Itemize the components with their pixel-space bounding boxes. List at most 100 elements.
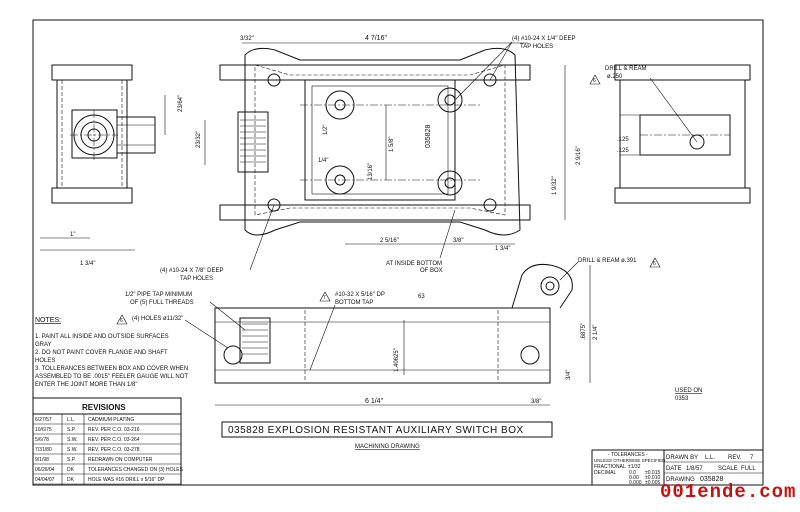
callout-tap-bottom: (4) #10-24 X 7/8" DEEP (160, 268, 224, 274)
callout-drill-ream-250: DRILL & REAM (605, 66, 646, 72)
rev-value: 7 (750, 455, 754, 461)
watermark: 001ende.com (660, 481, 796, 503)
triangle-7-label: 7 (323, 295, 326, 301)
notes-heading: NOTES: (35, 317, 61, 324)
revision-date: 9/1/98 (35, 457, 49, 463)
dim-125-b: .125 (617, 148, 629, 154)
rev-label: REV. (728, 455, 742, 461)
triangle-8-label: 6 (120, 318, 123, 324)
dim-1-9-32: 1 9/32" (552, 176, 558, 195)
triangle-6b-label: 6 (653, 261, 656, 267)
dim-1-3-4-mid: 1 3/4" (495, 246, 510, 252)
revision-by: L.L. (67, 417, 75, 423)
dim-4-7-16: 4 7/16" (365, 35, 387, 42)
callout-tap-top-2: TAP HOLES (520, 44, 553, 50)
revision-date: 04/04/07 (35, 477, 55, 483)
revisions-title: REVISIONS (82, 403, 126, 412)
callout-tap-bottom-2: TAP HOLES (180, 276, 213, 282)
callout-drill-ream-250b: ø.250 (607, 74, 623, 80)
revision-date: 10/6/75 (35, 427, 52, 433)
callout-drill-ream-391: DRILL & REAM ø.391 (578, 258, 637, 264)
revision-desc: REV. PER C.O. 03-264 (88, 437, 140, 443)
title-area: 035828 EXPLOSION RESISTANT AUXILIARY SWI… (221, 388, 702, 450)
dim-1-2: 1/2" (323, 125, 329, 135)
revision-desc: TOLERANCES CHANGED ON (3) HOLES (88, 467, 184, 473)
scale-label: SCALE (718, 466, 738, 472)
note-triangle-7 (319, 291, 331, 302)
tolerances-block: - TOLERANCES - UNLESS OTHERWISE SPECIFIE… (591, 449, 666, 486)
tolerance-d3a: 0.000 (629, 480, 642, 486)
callout-tap-top: (4) #10-24 X 1/4" DEEP (512, 36, 576, 42)
tolerance-l1: UNLESS OTHERWISE SPECIFIED (594, 458, 666, 463)
revision-by: S.P. (67, 427, 76, 433)
tolerance-d1b: ±0.015 (645, 470, 660, 476)
drawing-number: 035828 (700, 476, 723, 483)
dim-1-5-8: 1 5/8" (389, 137, 395, 152)
tolerance-title: - TOLERANCES - (608, 452, 648, 458)
revision-by: DK (67, 477, 75, 483)
revision-desc: REV. PER C.O. 03-216 (88, 427, 140, 433)
callout-inside-bottom-2: OF BOX (420, 268, 443, 274)
tolerance-d1a: 0.0 (629, 470, 636, 476)
dim-2-1-4: 2 1/4" (593, 325, 599, 340)
revision-date: 06/26/04 (35, 467, 55, 473)
tolerance-d3b: ±0.005 (645, 480, 660, 486)
dim-1-3-4-left: 1 3/4" (80, 261, 95, 267)
note-2: 2. DO NOT PAINT COVER FLANGE AND SHAFT (35, 350, 168, 356)
dim-2-5-16: 2 5/16" (380, 238, 399, 244)
front-view: DRILL & REAM ø.391 6 1.40625" .6875" 2 1… (116, 257, 661, 406)
drawn-by-label: DRAWN BY (666, 455, 698, 461)
revision-desc: CADMIUM PLATING (88, 417, 134, 423)
drawn-by: L.L. (705, 455, 715, 461)
revision-by: S.W. (67, 437, 78, 443)
revisions-table: REVISIONS 6/27/57 L.L. CADMIUM PLATING 10/6… (32, 397, 184, 486)
drawing-title: 035828 EXPLOSION RESISTANT AUXILIARY SWI… (228, 425, 524, 436)
tolerance-frac-label: FRACTIONAL (594, 464, 626, 470)
dim-1: 1" (70, 232, 75, 238)
left-side-view: 23/64" 23/32" 1" 1 3/4" (40, 64, 206, 267)
note-3c: ENTER THE JOINT MORE THAN 1/8" (35, 382, 137, 388)
revision-desc: HOLE WAS #16 DRILL x 5/16" DP (88, 477, 165, 483)
used-on-value: 0353 (675, 396, 689, 402)
date-value: 1/8/57 (686, 466, 703, 472)
dim-125-a: .125 (617, 137, 629, 143)
title-block: DRAWN BY L.L. REV. 7 DATE 1/8/57 SCALE F… (663, 449, 764, 486)
revision-by: S.P. (67, 457, 76, 463)
revision-by: S.W. (67, 447, 78, 453)
sheet-border (32, 19, 764, 486)
notes-block: NOTES: 1. PAINT ALL INSIDE AND OUTSIDE S… (35, 317, 188, 388)
dim-6-1-4: 6 1/4" (365, 398, 384, 405)
date-label: DATE (666, 466, 682, 472)
callout-pipe-tap-2: OF (5) FULL THREADS (130, 300, 194, 306)
note-1b: GRAY (35, 342, 52, 348)
callout-10-32b: BOTTOM TAP (335, 300, 373, 306)
dim-63: 63 (418, 294, 425, 300)
note-triangle-6a (589, 74, 601, 85)
revision-desc: REDRAWN ON COMPUTER (88, 457, 153, 463)
part-number-vertical: 035828 (425, 125, 432, 148)
tolerance-frac-val: ±1/32 (628, 464, 641, 470)
drawing-subtitle: MACHINING DRAWING (355, 444, 420, 450)
revision-desc: REV. PER C.O. 03-278 (88, 447, 140, 453)
dim-13-16: 13/16" (368, 163, 374, 180)
revision-date: 7/31/80 (35, 447, 52, 453)
plan-view: 4 7/16" 3/32" 035828 1/2" 1/4" 1 5/8" 13… (160, 35, 576, 282)
dim-1-4: 1/4" (318, 158, 328, 164)
tolerance-d2b: ±0.010 (645, 475, 660, 481)
triangle-6a-label: 6 (593, 78, 596, 84)
drawing-label: DRAWING (666, 477, 695, 483)
revision-by: DK (67, 467, 75, 473)
note-triangle-8 (116, 314, 128, 325)
revision-date: 6/27/57 (35, 417, 52, 423)
callout-pipe-tap: 1/2" PIPE TAP MINIMUM (125, 292, 192, 298)
callout-inside-bottom: AT INSIDE BOTTOM (386, 261, 442, 267)
dim-23-64: 23/64" (178, 95, 184, 112)
note-3: 3. TOLLERANCES BETWEEN BOX AND COVER WHE… (35, 366, 188, 372)
dim-23-32: 23/32" (196, 131, 202, 148)
dim-3-8-top: 3/8" (453, 238, 463, 244)
note-triangle-6b (649, 257, 661, 268)
dim-3-8-bottom: 3/8" (531, 399, 541, 405)
tolerance-d2a: 0.00 (629, 475, 639, 481)
callout-holes-1132: (4) HOLES ø11/32" (132, 316, 183, 322)
